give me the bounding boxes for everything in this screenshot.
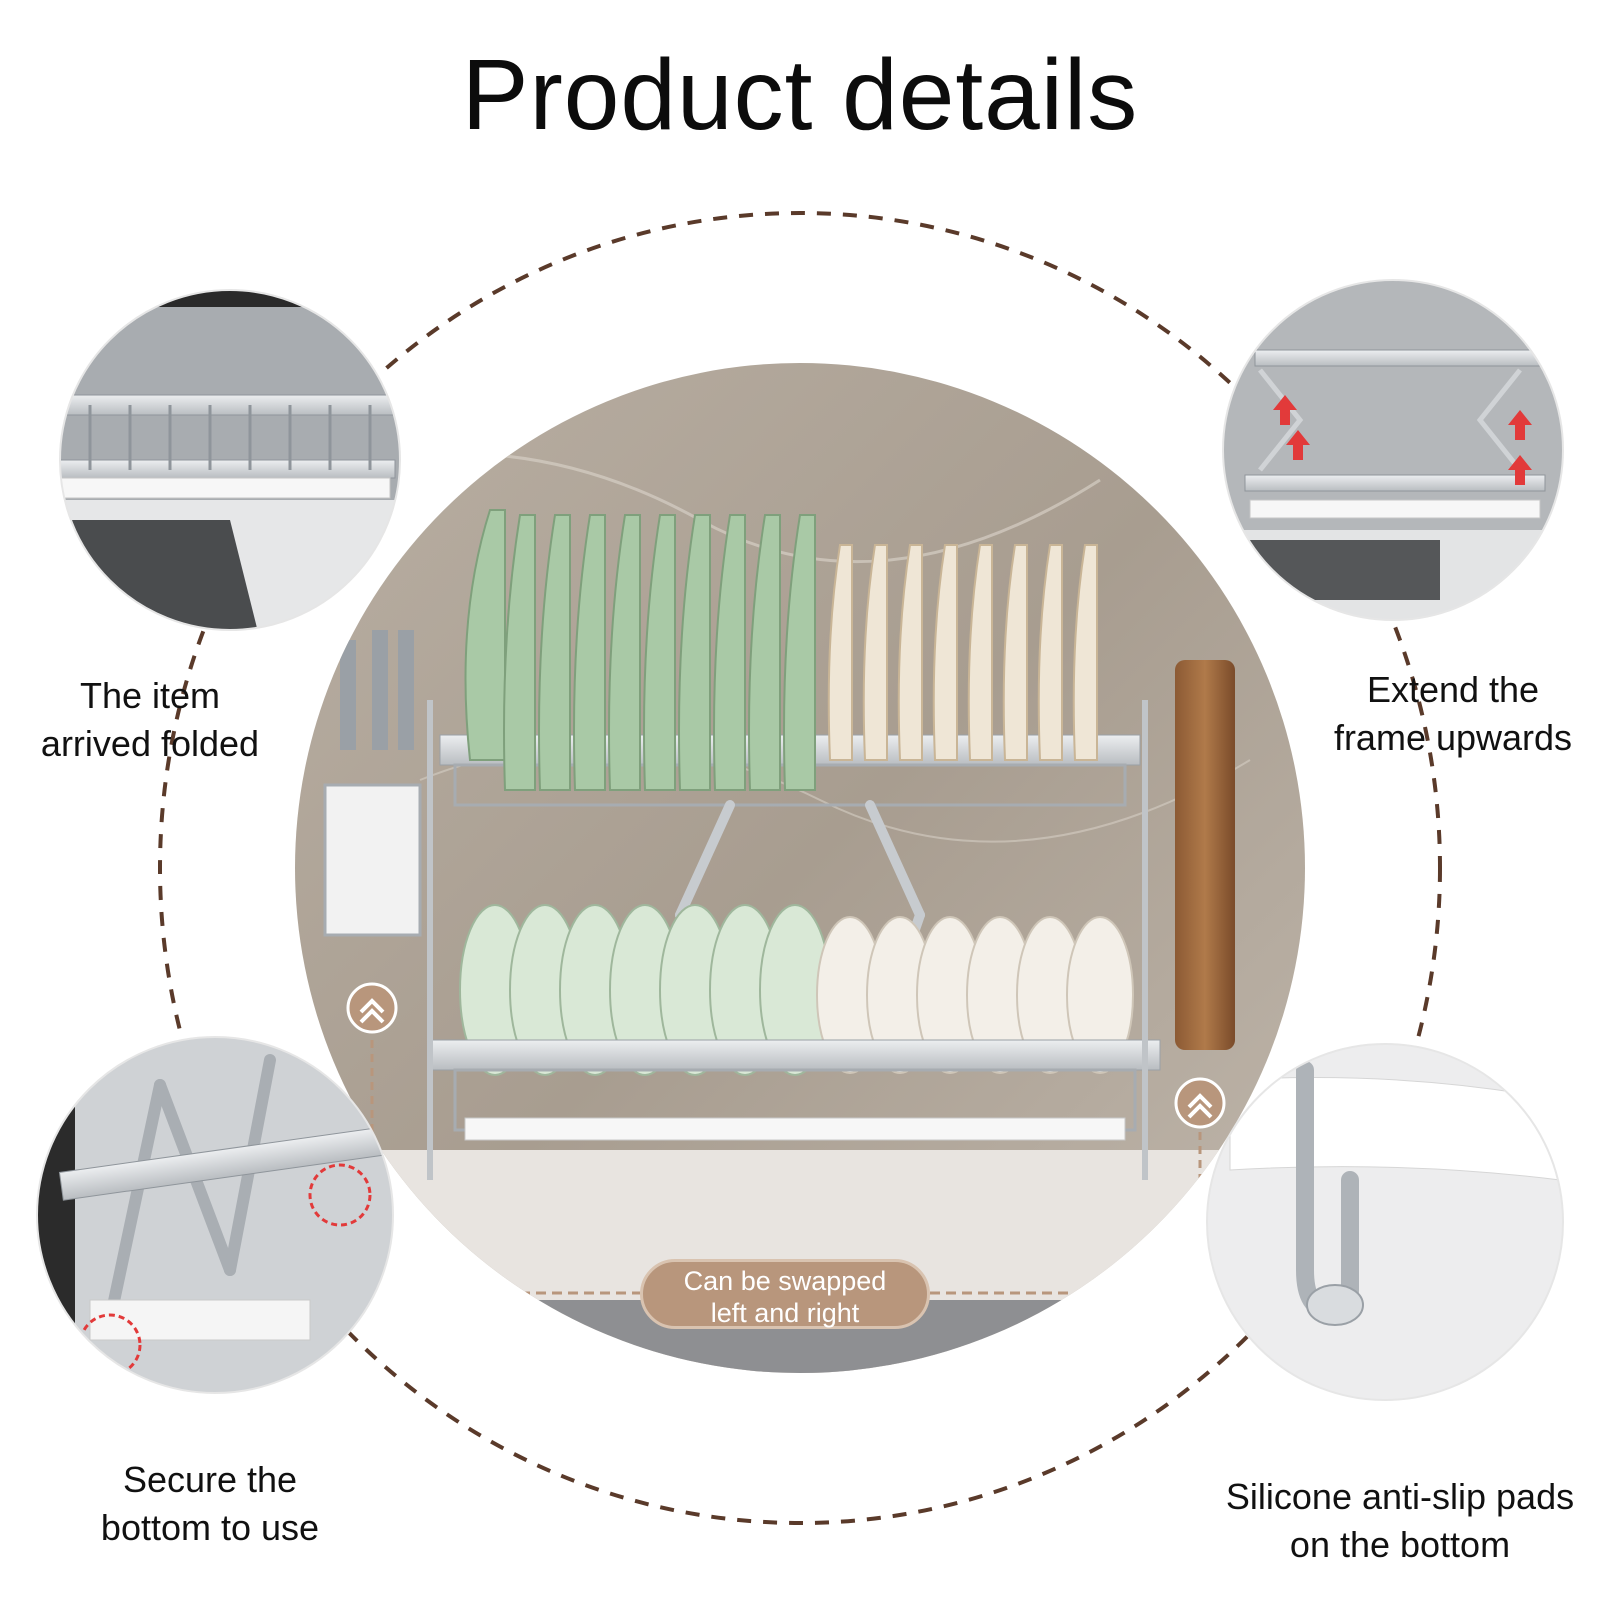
cutting-board <box>1175 660 1235 1050</box>
badge-line: left and right <box>710 1298 860 1328</box>
caption-line: arrived folded <box>40 723 260 764</box>
caption-line: Secure the <box>122 1459 298 1500</box>
caption-line: on the bottom <box>1289 1524 1511 1565</box>
caption-line: Silicone anti-slip pads <box>1225 1476 1575 1517</box>
page-title: Product details <box>461 39 1139 151</box>
caption-line: frame upwards <box>1333 717 1573 758</box>
secure-bottom-photo <box>37 1037 393 1393</box>
caption-anti-slip: Silicone anti-slip pads on the bottom <box>1200 1473 1600 1569</box>
caption-line: bottom to use <box>100 1507 320 1548</box>
caption-line: Extend the <box>1366 669 1540 710</box>
caption-extend: Extend the frame upwards <box>1308 666 1598 762</box>
folded-rack-photo <box>60 290 400 630</box>
caption-line: The item <box>79 675 221 716</box>
main-rack-photo <box>295 363 1305 1373</box>
caption-folded: The item arrived folded <box>20 672 280 768</box>
swap-badge: Can be swapped left and right <box>640 1259 930 1329</box>
badge-line: Can be swapped <box>683 1266 887 1296</box>
anti-slip-pad-photo <box>1207 1044 1563 1400</box>
red-up-arrow-icon <box>1273 395 1532 485</box>
caption-secure: Secure the bottom to use <box>70 1456 350 1552</box>
dashed-ring <box>158 211 1442 1525</box>
extended-rack-photo <box>1223 280 1563 620</box>
